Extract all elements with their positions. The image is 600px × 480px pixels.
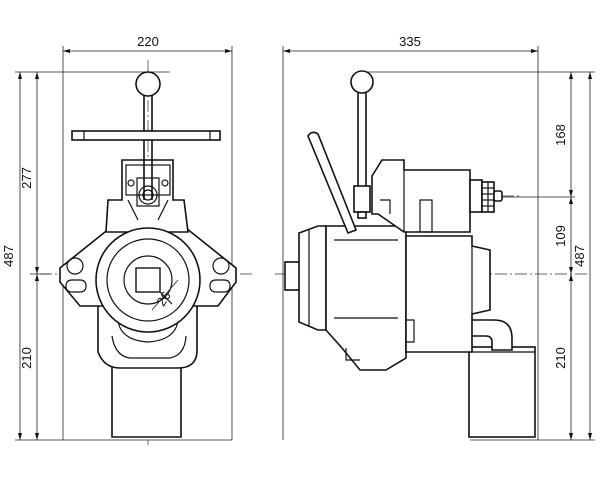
front-width-label: 220: [137, 34, 159, 49]
side-view: 335 168 109 210 487: [275, 34, 595, 441]
side-lower-height-label: 210: [553, 347, 568, 369]
side-upper-height-label: 168: [553, 124, 568, 146]
side-width-label: 335: [399, 34, 421, 49]
front-view: 26 220 487 277 210: [1, 34, 255, 445]
bore-size-label: 26: [153, 289, 173, 309]
front-total-height-label: 487: [1, 245, 16, 267]
side-middle-height-label: 109: [553, 225, 568, 247]
front-lower-height-label: 210: [19, 347, 34, 369]
side-total-height-label: 487: [572, 245, 587, 267]
front-upper-height-label: 277: [19, 167, 34, 189]
